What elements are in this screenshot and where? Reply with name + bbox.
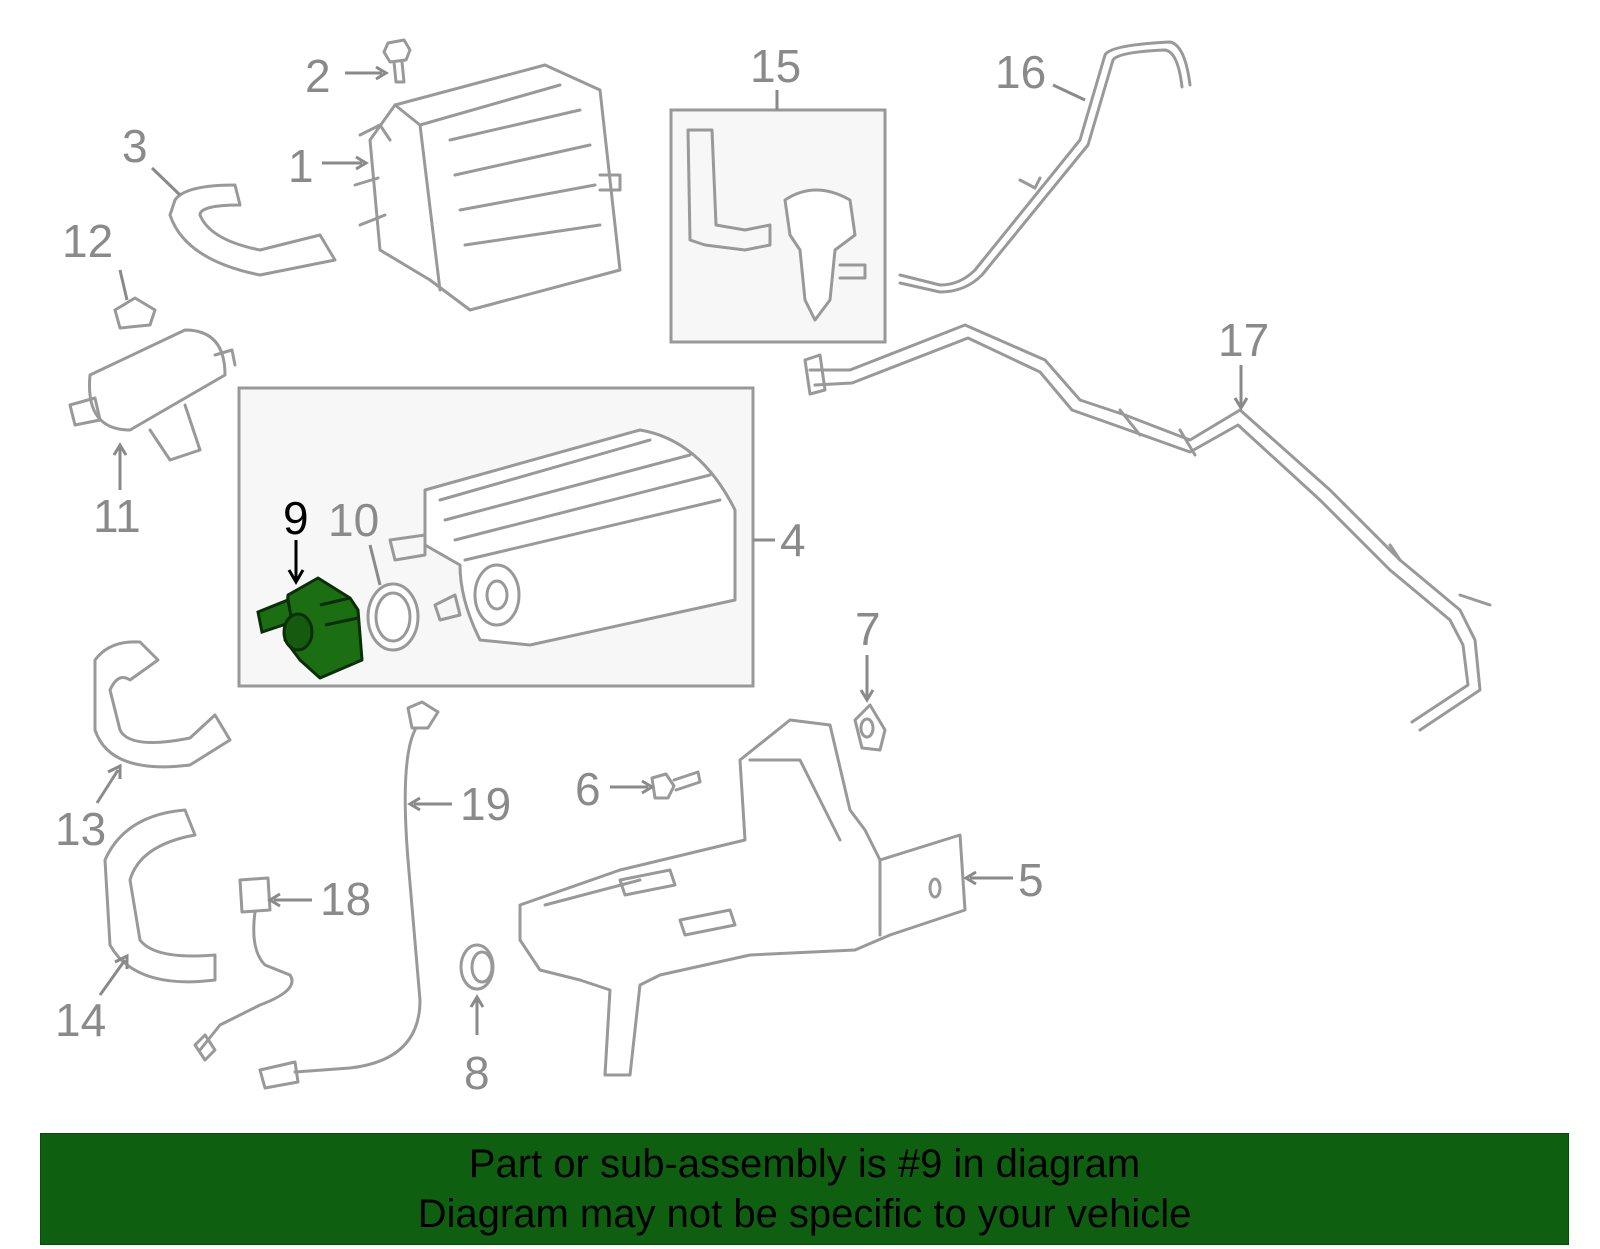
callout-4: 4: [780, 514, 806, 566]
part-18-sensor[interactable]: [193, 876, 294, 1062]
part-13-hose[interactable]: [93, 640, 232, 769]
callout-numbers: 2 1 3 12 11 15 16 17 4 10 9 7 6 5 19 18 …: [55, 40, 1269, 1099]
banner-line-2: Diagram may not be specific to your vehi…: [417, 1192, 1192, 1236]
part-4-canister[interactable]: [388, 428, 737, 647]
notice-banner: Part or sub-assembly is #9 in diagram Di…: [40, 1133, 1569, 1245]
part-2-bolt[interactable]: [382, 38, 412, 84]
callout-12: 12: [62, 215, 113, 267]
callout-18: 18: [320, 873, 371, 925]
part-14-hose[interactable]: [103, 808, 217, 984]
part-17-line[interactable]: [803, 323, 1492, 732]
callout-10: 10: [328, 494, 379, 546]
callout-17: 17: [1218, 314, 1269, 366]
part-10-ring[interactable]: [366, 582, 420, 652]
part-3-hose[interactable]: [168, 183, 337, 277]
callout-1: 1: [288, 140, 314, 192]
part-1-canister[interactable]: [353, 63, 622, 312]
banner-line-1: Part or sub-assembly is #9 in diagram: [468, 1142, 1141, 1186]
part-6-bolt[interactable]: [650, 770, 702, 800]
callout-7: 7: [855, 603, 881, 655]
callout-13: 13: [55, 803, 106, 855]
callout-11: 11: [93, 490, 141, 542]
part-11-filter[interactable]: [68, 328, 237, 462]
callout-19: 19: [460, 778, 511, 830]
callout-14: 14: [55, 994, 106, 1046]
part-9-valve[interactable]: [256, 576, 364, 680]
callout-15: 15: [750, 40, 801, 92]
part-12-nut[interactable]: [113, 296, 157, 330]
part-16-line[interactable]: [898, 40, 1192, 294]
leader-lines: [95, 65, 1249, 1035]
part-8-grommet[interactable]: [459, 943, 495, 991]
callout-8: 8: [464, 1047, 490, 1099]
callout-2: 2: [305, 50, 331, 102]
parts-diagram: 2 1 3 12 11 15 16 17 4 10 9 7 6 5 19 18 …: [55, 38, 1492, 1099]
callout-3: 3: [122, 120, 148, 172]
callout-9: 9: [283, 492, 309, 544]
part-7-clip[interactable]: [853, 703, 887, 752]
inset-4: [237, 386, 755, 688]
inset-15: [669, 108, 887, 344]
callout-6: 6: [575, 763, 601, 815]
part-5-bracket[interactable]: [518, 718, 967, 1077]
callout-16: 16: [995, 46, 1046, 98]
callout-5: 5: [1018, 854, 1044, 906]
part-19-sensor[interactable]: [258, 700, 440, 1090]
